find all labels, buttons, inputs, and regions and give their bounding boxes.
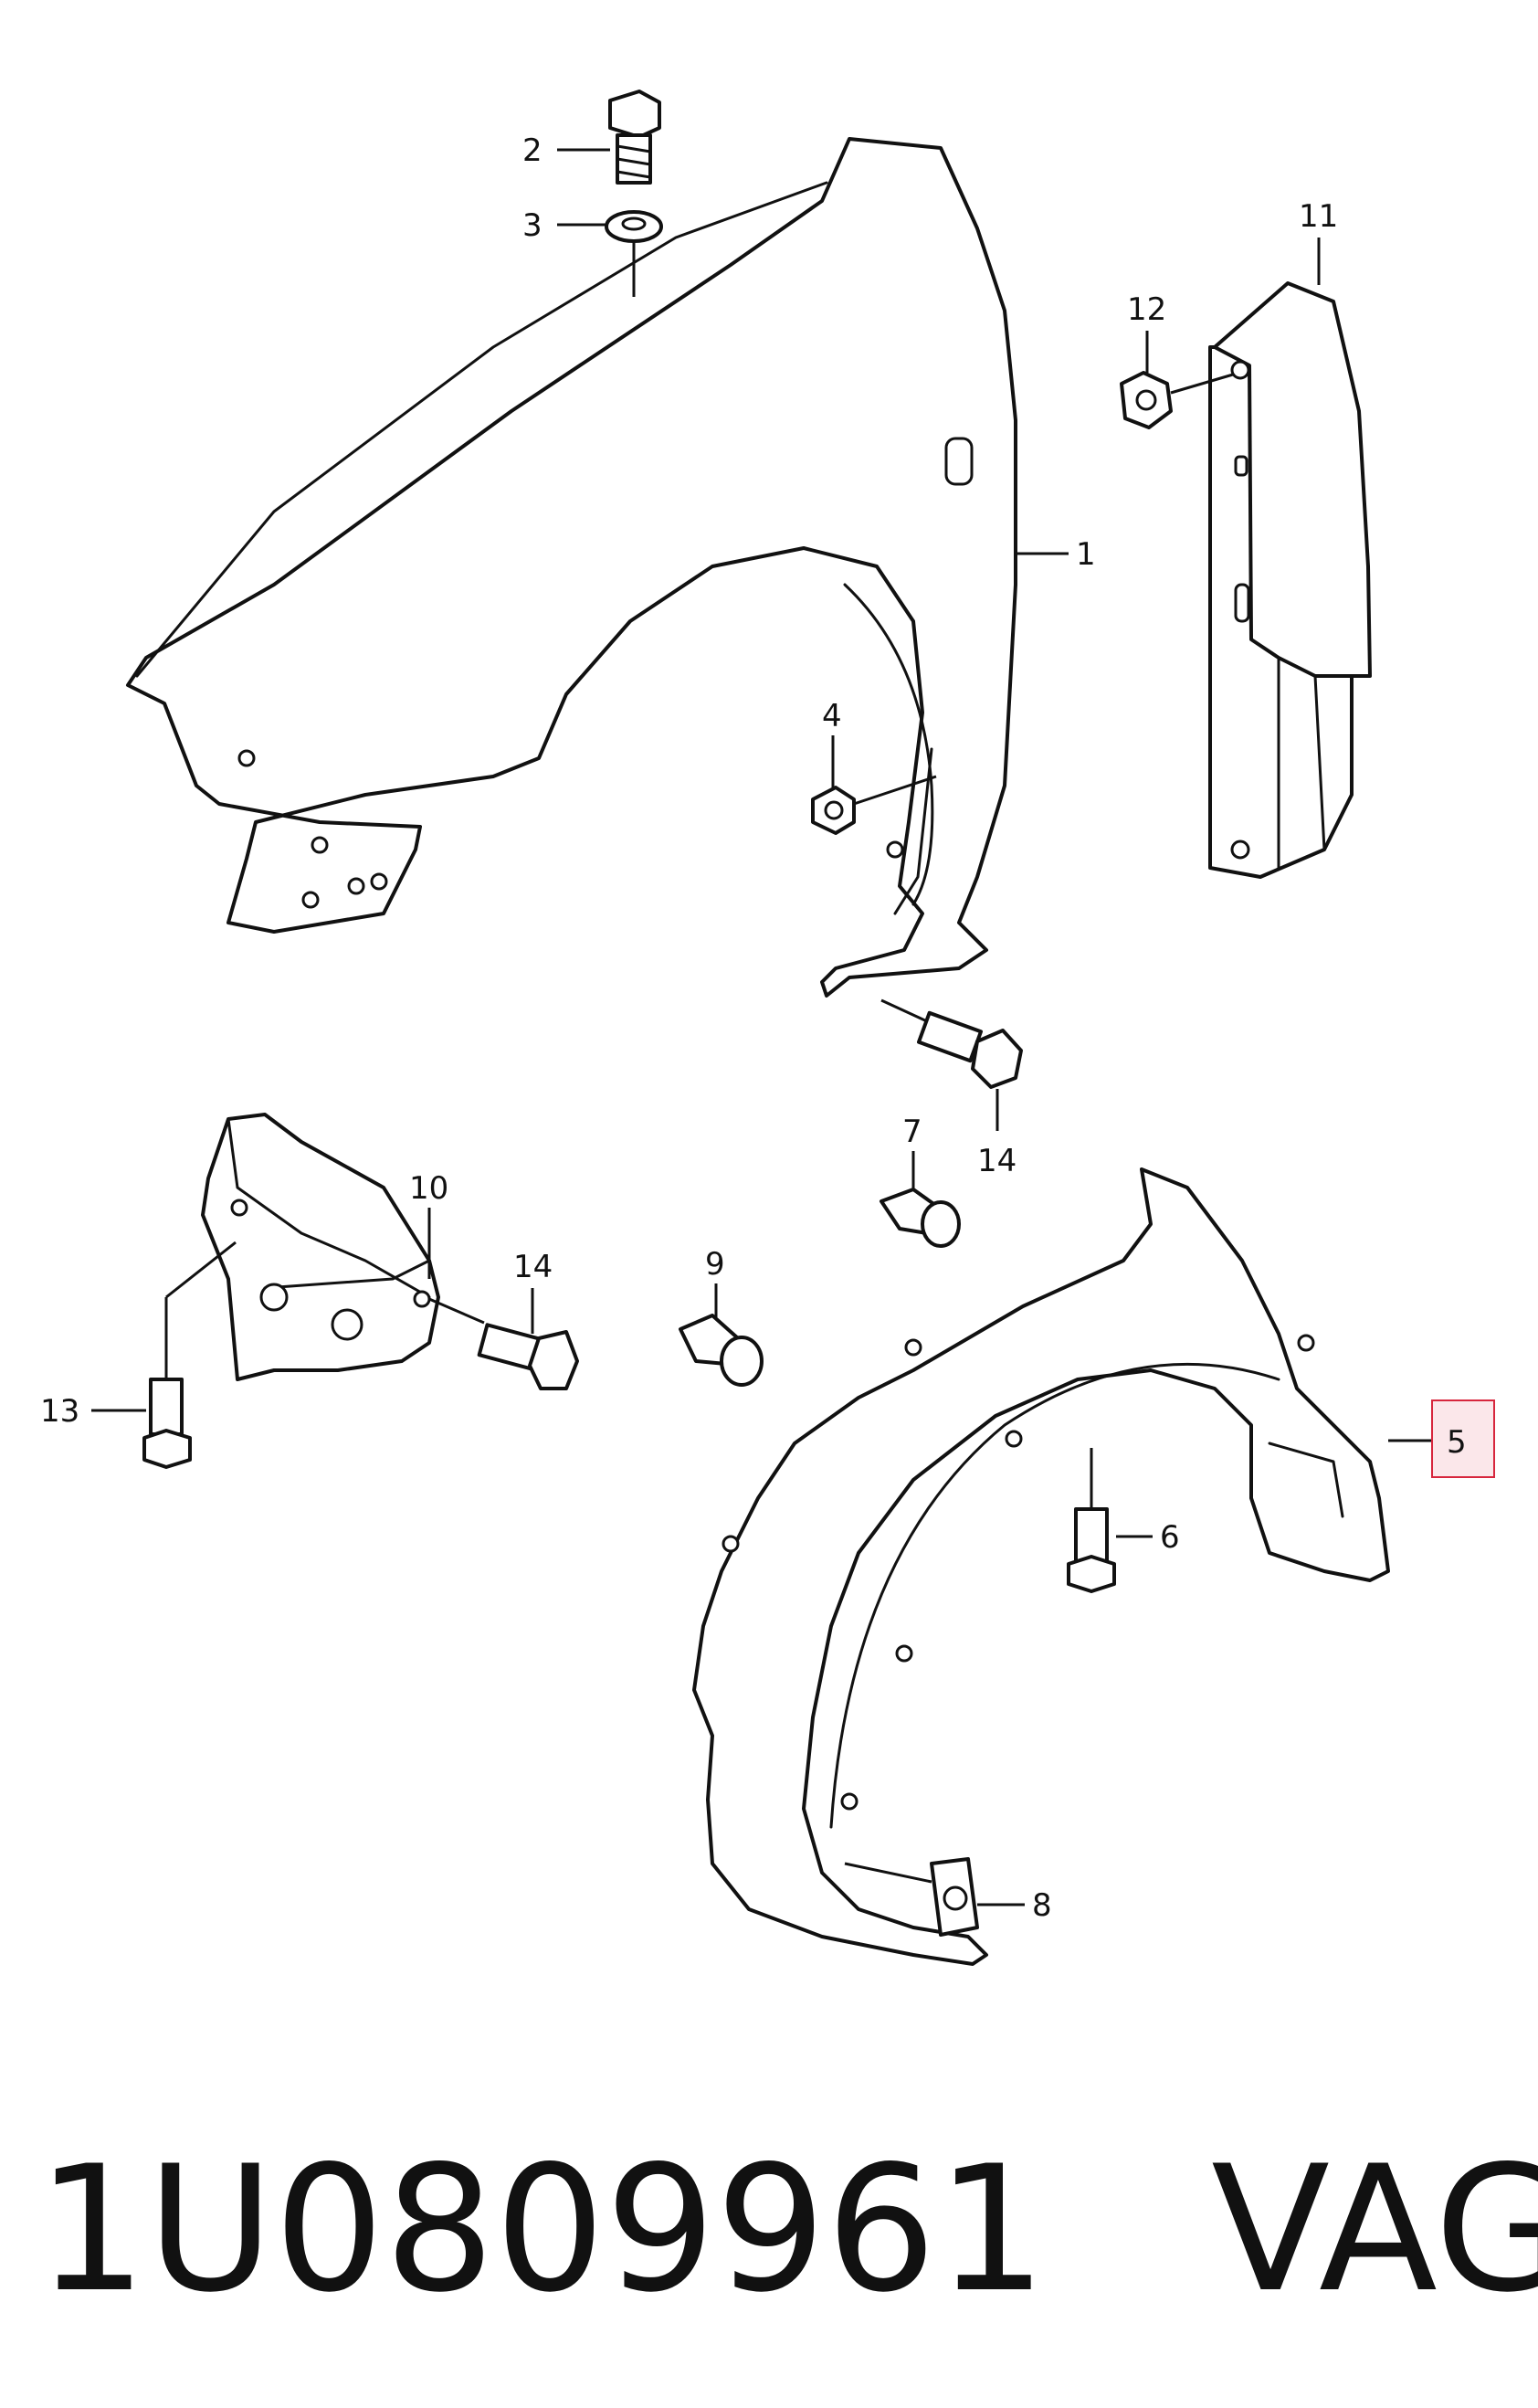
- callout-4: 4: [822, 698, 937, 806]
- callout-label-14-upper: 14: [977, 1143, 1017, 1179]
- vendor-name: VAG: [1211, 2128, 1538, 2330]
- part-number: 1U0809961: [37, 2128, 1048, 2330]
- callout-10: 10: [409, 1170, 448, 1279]
- callout-label-5: 5: [1447, 1424, 1467, 1461]
- fender-panel: [126, 137, 1017, 998]
- clip-9: [679, 1314, 764, 1387]
- callout-12: 12: [1127, 291, 1166, 373]
- callout-2: 2: [522, 132, 610, 169]
- callout-7: 7: [902, 1114, 922, 1189]
- bracket-10: [201, 1113, 440, 1381]
- bolt-14-lower: [477, 1323, 579, 1390]
- washer-3: [605, 210, 663, 243]
- wheel-housing-liner: [692, 1167, 1390, 1966]
- callout-5: 5: [1388, 1399, 1495, 1478]
- callout-11: 11: [1299, 198, 1338, 285]
- callout-label-12: 12: [1127, 291, 1166, 328]
- bracket-11: [1208, 281, 1372, 879]
- clip-7: [880, 1188, 961, 1248]
- callout-14-lower: 14: [428, 1249, 553, 1334]
- callout-label-3: 3: [522, 207, 543, 244]
- callout-label-14-lower: 14: [513, 1249, 553, 1285]
- highlight-box-5: [1431, 1399, 1495, 1478]
- callout-14-upper: 14: [880, 998, 1017, 1179]
- callout-1: 1: [1016, 536, 1096, 573]
- callout-3: 3: [522, 207, 606, 244]
- bolt-13: [142, 1378, 192, 1469]
- callout-label-13: 13: [40, 1393, 79, 1430]
- callout-label-11: 11: [1299, 198, 1338, 235]
- callout-9: 9: [705, 1246, 725, 1317]
- callout-label-10: 10: [409, 1170, 448, 1207]
- nut-4: [811, 786, 856, 835]
- callout-13: 13: [40, 1241, 237, 1430]
- part-number-footer: 1U0809961 VAG: [37, 2128, 1538, 2330]
- callout-label-8: 8: [1032, 1887, 1052, 1924]
- callout-label-2: 2: [522, 132, 543, 169]
- callout-label-1: 1: [1076, 536, 1096, 573]
- callout-label-6: 6: [1160, 1519, 1180, 1556]
- callout-6: 6: [1116, 1519, 1180, 1556]
- callout-label-7: 7: [902, 1114, 922, 1150]
- bolt-6: [1067, 1507, 1116, 1593]
- callout-label-4: 4: [822, 698, 842, 734]
- bolt-14-upper: [916, 1010, 1023, 1089]
- nut-12: [1120, 371, 1173, 429]
- callout-label-9: 9: [705, 1246, 725, 1283]
- callout-8: 8: [977, 1887, 1052, 1924]
- bolt-2: [608, 90, 661, 185]
- clip-nut-8: [930, 1857, 979, 1937]
